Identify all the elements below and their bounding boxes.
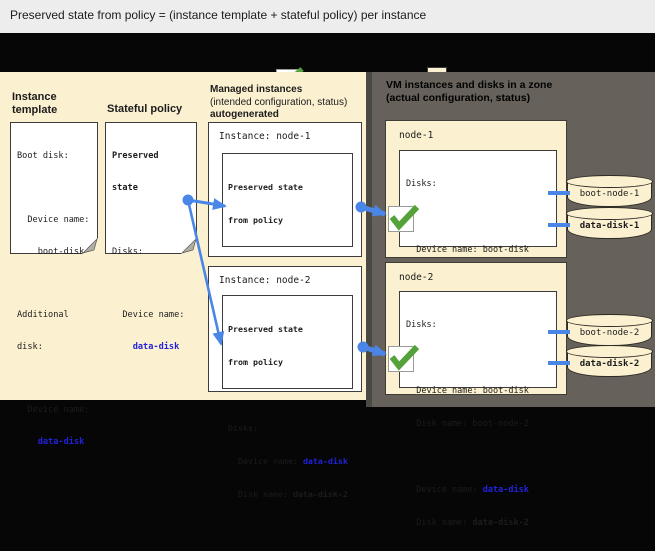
managed-instances-header: Managed instances (intended configuratio… [210,84,348,120]
doc-line: Boot disk: [17,151,69,162]
stateful-policy-label: Stateful policy [107,103,183,115]
state-applied-check-icon [388,204,420,232]
data-disk-ref: data-disk [112,341,180,352]
vm-disks-box: Disks: Device name: boot-disk Disk name:… [399,291,557,528]
instance-title: Instance: node-2 [219,275,311,286]
boot-device: boot-disk [482,245,529,255]
vm-name: node-1 [399,130,434,141]
managed-instance-node-2: Instance: node-2 Preserved state from po… [208,266,362,499]
vm-node-2: node-2 Disks: Device name: boot-disk Dis… [385,262,567,528]
folded-corner-icon [181,238,197,254]
title-area: Preserved state from policy = (instance … [0,0,655,33]
managed-instance-node-1: Instance: node-1 Preserved state from po… [208,122,362,357]
doc-line: state [112,182,138,193]
doc-line: Additional [17,310,69,321]
disk-cylinder-data-disk-2: data-disk-2 [566,345,653,377]
boot-disk-name: boot-node-2 [472,419,529,429]
disk-name: data-disk-2 [292,489,348,499]
disk-cylinder-boot-node-2: boot-node-2 [566,314,653,346]
doc-line: Device name: [17,405,90,416]
data-disk-ref: data-disk [482,485,529,495]
instance-title: Instance: node-1 [219,131,311,142]
state-applied-check-icon [388,344,420,372]
doc-line: Disks: [112,246,144,257]
legend-bar [0,33,655,95]
vm-disks-box: Disks: Device name: boot-disk Disk name:… [399,150,557,387]
doc-line: Device name: [17,214,90,225]
doc-line: Device name: [112,310,185,321]
vm-panel-header: VM instances and disks in a zone (actual… [386,79,553,104]
disk-cylinder-data-disk-1: data-disk-1 [566,207,653,239]
page-title: Preserved state from policy = (instance … [10,8,427,22]
vm-name: node-2 [399,272,434,283]
data-disk-ref: data-disk [17,437,85,448]
data-disk-name: data-disk-2 [472,518,529,528]
preserved-state-box: Preserved state from policy Disks: Devic… [222,295,353,499]
vm-node-1: node-1 Disks: Device name: boot-disk Dis… [385,120,567,387]
preserved-state-box: Preserved state from policy Disks: Devic… [222,153,353,357]
doc-line: Preserved [112,151,159,162]
instance-template-doc: Boot disk: Device name: boot-disk Additi… [10,122,98,447]
folded-corner-icon [82,238,98,254]
stateful-policy-doc: Preserved state Disks: Device name: data… [105,122,197,352]
doc-line: boot-disk [17,246,85,257]
boot-device: boot-disk [482,386,529,396]
instance-template-label: Instance template [12,91,58,116]
doc-line: disk: [17,341,43,352]
data-disk-ref: data-disk [302,456,348,466]
disk-cylinder-boot-node-1: boot-node-1 [566,175,653,207]
